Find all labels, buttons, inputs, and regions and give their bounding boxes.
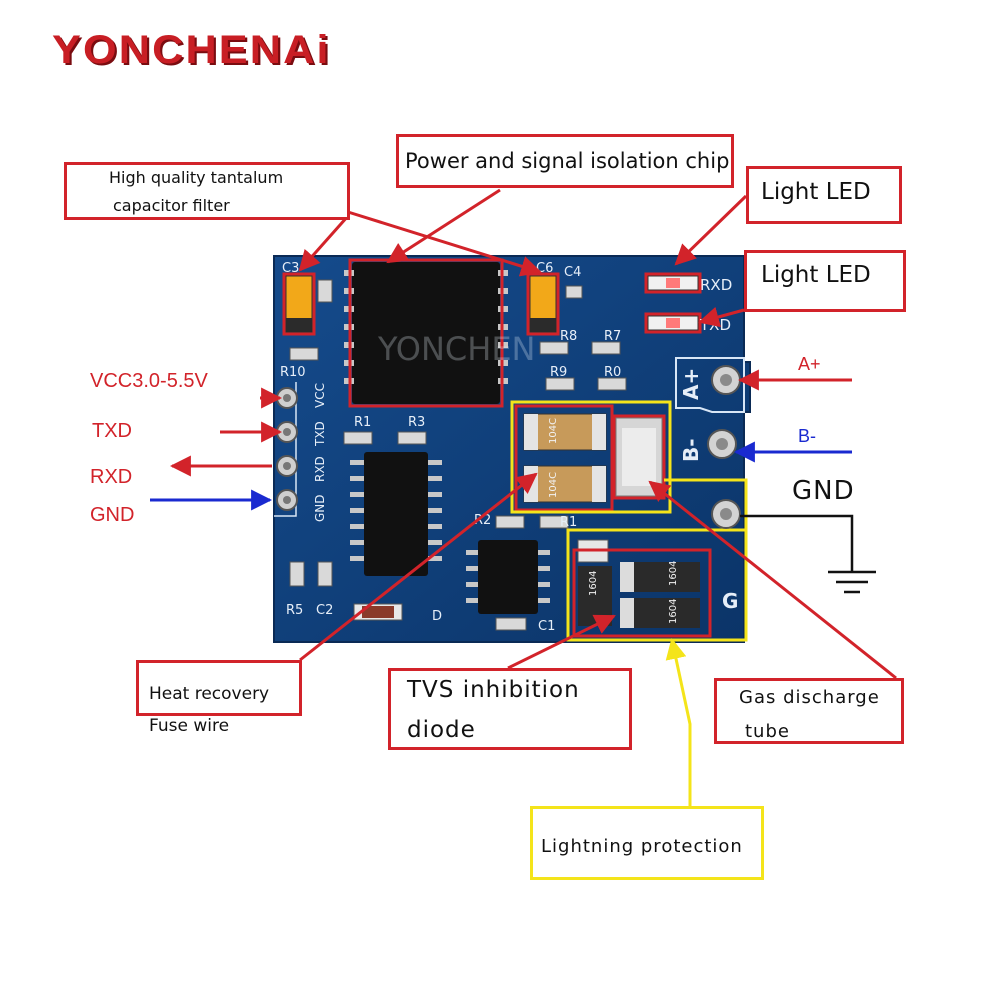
- tvs-marking-1: 1604: [588, 571, 599, 596]
- callout-gdt-line1: Gas discharge: [739, 687, 880, 708]
- callout-fuse-line1: Heat recovery: [149, 684, 270, 704]
- silk-b-minus: B-: [679, 438, 703, 462]
- small-chip: [466, 540, 550, 614]
- terminal-label-a-plus: A+: [798, 354, 821, 374]
- silk-r10: R10: [280, 365, 306, 380]
- silk-r1b: R1: [560, 515, 577, 530]
- silk-r3: R3: [408, 415, 425, 430]
- fuse-component: [353, 603, 403, 621]
- silk-r1: R1: [354, 415, 371, 430]
- brand-logo: YONCHENAi: [52, 28, 331, 72]
- callout-light-led-rxd-label: Light LED: [761, 179, 871, 205]
- ceramic-capacitors: [514, 404, 614, 512]
- silk-gnd-pin: GND: [313, 494, 327, 522]
- tantalum-capacitors: [282, 272, 560, 336]
- silk-c2: C2: [316, 603, 333, 618]
- lightning-protection-area: [510, 400, 748, 642]
- callout-fuse-line2: Fuse wire: [149, 716, 230, 736]
- silk-r8: R8: [560, 329, 577, 344]
- callout-tantalum-capacitor: High quality tantalum capacitor filter: [64, 162, 350, 220]
- silk-d: D: [432, 609, 442, 624]
- callout-gas-discharge-tube: Gas discharge tube: [714, 678, 904, 744]
- silk-c6: C6: [536, 261, 553, 276]
- silk-r7: R7: [604, 329, 621, 344]
- indicator-leds: [644, 272, 702, 334]
- callout-tvs-line2: diode: [407, 717, 476, 743]
- pin-label-rxd: RXD: [90, 466, 133, 488]
- callout-lightning-label: Lightning protection: [541, 836, 743, 857]
- cap-marking-2: 104C: [548, 472, 559, 498]
- silk-c4: C4: [564, 265, 581, 280]
- pin-label-gnd: GND: [90, 504, 135, 526]
- right-terminal-pads: [707, 365, 741, 529]
- ground-symbol: [740, 514, 876, 594]
- pin-label-vcc: VCC3.0-5.5V: [90, 370, 208, 392]
- silk-c1: C1: [538, 619, 555, 634]
- callout-light-led-txd: Light LED: [744, 250, 906, 312]
- callout-lightning-protection: Lightning protection: [530, 806, 764, 880]
- cap-marking-1: 104C: [548, 418, 559, 444]
- callout-light-led-txd-label: Light LED: [761, 262, 871, 288]
- yellow-callout-arrow: [665, 637, 692, 806]
- tvs-marking-2: 1604: [668, 561, 679, 586]
- terminal-label-b-minus: B-: [798, 426, 816, 446]
- pin-label-txd: TXD: [92, 420, 132, 442]
- silk-txd-pin: TXD: [313, 421, 327, 447]
- blue-callout-arrows: [150, 441, 852, 511]
- callout-tantalum-line2: capacitor filter: [113, 196, 230, 215]
- silk-r0: R0: [604, 365, 621, 380]
- callout-isolation-chip: Power and signal isolation chip: [396, 134, 734, 188]
- transceiver-chip: [350, 452, 442, 576]
- silk-rxd-pin: RXD: [313, 456, 327, 482]
- silk-g: G: [722, 589, 738, 613]
- tvs-marking-3: 1604: [668, 599, 679, 624]
- silk-vcc: VCC: [313, 383, 327, 408]
- red-callout-arrows: [169, 188, 897, 680]
- silk-r10-c3: C3: [282, 261, 299, 276]
- callout-tvs-diode: TVS inhibition diode: [388, 668, 632, 750]
- silk-r5: R5: [286, 603, 303, 618]
- callout-tantalum-line1: High quality tantalum: [109, 168, 284, 187]
- callout-tvs-line1: TVS inhibition: [407, 677, 580, 703]
- smd-components: [289, 279, 627, 631]
- board-watermark: YONCHEN: [377, 330, 535, 368]
- silk-r2: R2: [474, 513, 491, 528]
- silk-r9: R9: [550, 365, 567, 380]
- silk-rxd: RXD: [700, 276, 732, 294]
- isolation-chip: [344, 258, 508, 408]
- callout-isolation-chip-label: Power and signal isolation chip: [405, 149, 730, 173]
- callout-light-led-rxd: Light LED: [746, 166, 902, 224]
- silk-a-plus: A+: [679, 368, 703, 400]
- tvs-diodes: [572, 539, 712, 638]
- callout-gdt-line2: tube: [745, 721, 790, 742]
- terminal-label-gnd: GND: [792, 476, 855, 506]
- callout-fuse-wire: Heat recovery Fuse wire: [136, 660, 302, 736]
